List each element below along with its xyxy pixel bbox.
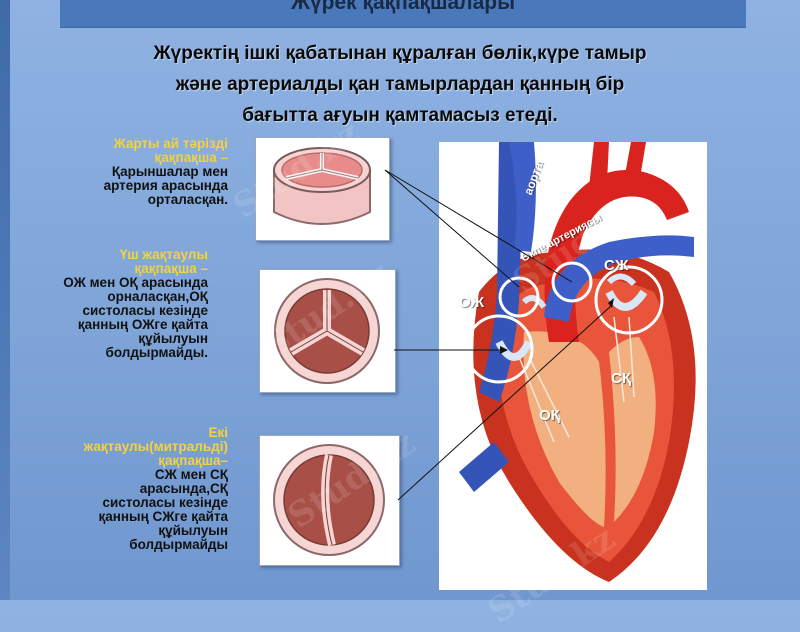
body-line: орналасқан,ОҚ bbox=[107, 289, 208, 304]
body-line: құйылуын bbox=[158, 523, 228, 538]
header-line: Екі bbox=[208, 425, 228, 440]
body-line: артерия арасында bbox=[103, 178, 228, 193]
mitral-valve-header: Екі жақтаулы(митральді) қақпақша– bbox=[22, 426, 228, 468]
mitral-valve-description: Екі жақтаулы(митральді) қақпақша– СЖ мен… bbox=[22, 426, 228, 552]
body-line: СЖ мен СҚ bbox=[154, 467, 228, 482]
label-ok: ОҚ bbox=[539, 407, 560, 424]
body-line: қанның ОЖге қайта bbox=[77, 317, 208, 332]
semilunar-valve-description: Жарты ай тәрізді қақпақша – Қарыншалар м… bbox=[40, 137, 228, 207]
tricuspid-valve-image bbox=[259, 269, 396, 393]
body-line: болдырмайды. bbox=[105, 345, 208, 360]
body-line: систоласы кезінде bbox=[82, 303, 209, 318]
body-line: ОЖ мен ОҚ арасында bbox=[63, 275, 208, 290]
mitral-valve-body: СЖ мен СҚ арасында,СҚ систоласы кезінде … bbox=[22, 468, 228, 552]
semilunar-valve-header: Жарты ай тәрізді қақпақша – bbox=[40, 137, 228, 165]
tricuspid-valve-description: Үш жақтаулы қақпақша – ОЖ мен ОҚ арасынд… bbox=[12, 248, 208, 360]
header-line: қақпақша– bbox=[158, 453, 228, 468]
label-oj: ОЖ bbox=[459, 294, 485, 311]
semilunar-valve-body: Қарыншалар мен артерия арасында орталасқ… bbox=[40, 165, 228, 207]
title-bar: Жүрек қақпақшалары bbox=[60, 0, 746, 28]
tricuspid-valve-body: ОЖ мен ОҚ арасында орналасқан,ОҚ систола… bbox=[12, 276, 208, 360]
body-line: Қарыншалар мен bbox=[111, 164, 228, 179]
label-sj: СЖ bbox=[604, 257, 629, 274]
slide-title: Жүрек қақпақшалары bbox=[290, 0, 516, 14]
label-sk: СҚ bbox=[611, 370, 631, 387]
header-line: қақпақша – bbox=[154, 150, 228, 165]
tricuspid-valve-header: Үш жақтаулы қақпақша – bbox=[12, 248, 208, 276]
left-accent-strip bbox=[0, 0, 10, 600]
body-line: систоласы кезінде bbox=[102, 495, 229, 510]
header-line: қақпақша – bbox=[134, 261, 208, 276]
subtitle-line: Жүректің ішкі қабатынан құралған бөлік,к… bbox=[153, 43, 647, 64]
header-line: жақтаулы(митральді) bbox=[83, 439, 228, 454]
subtitle: Жүректің ішкі қабатынан құралған бөлік,к… bbox=[70, 38, 730, 131]
body-line: қанның СЖге қайта bbox=[98, 509, 228, 524]
header-line: Үш жақтаулы bbox=[119, 247, 208, 262]
body-line: құйылуын bbox=[138, 331, 208, 346]
mitral-valve-image bbox=[259, 435, 400, 566]
body-line: болдырмайды bbox=[129, 537, 228, 552]
body-line: орталасқан. bbox=[147, 192, 228, 207]
subtitle-line: бағытта ағуын қамтамасыз етеді. bbox=[242, 105, 558, 126]
header-line: Жарты ай тәрізді bbox=[113, 136, 228, 151]
subtitle-line: және артериалды қан тамырлардан қанның б… bbox=[175, 74, 625, 95]
heart-diagram: аорта Өкпе артериясы СЖ ОЖ СҚ ОҚ bbox=[439, 142, 707, 590]
body-line: арасында,СҚ bbox=[139, 481, 228, 496]
semilunar-valve-image bbox=[255, 137, 390, 241]
